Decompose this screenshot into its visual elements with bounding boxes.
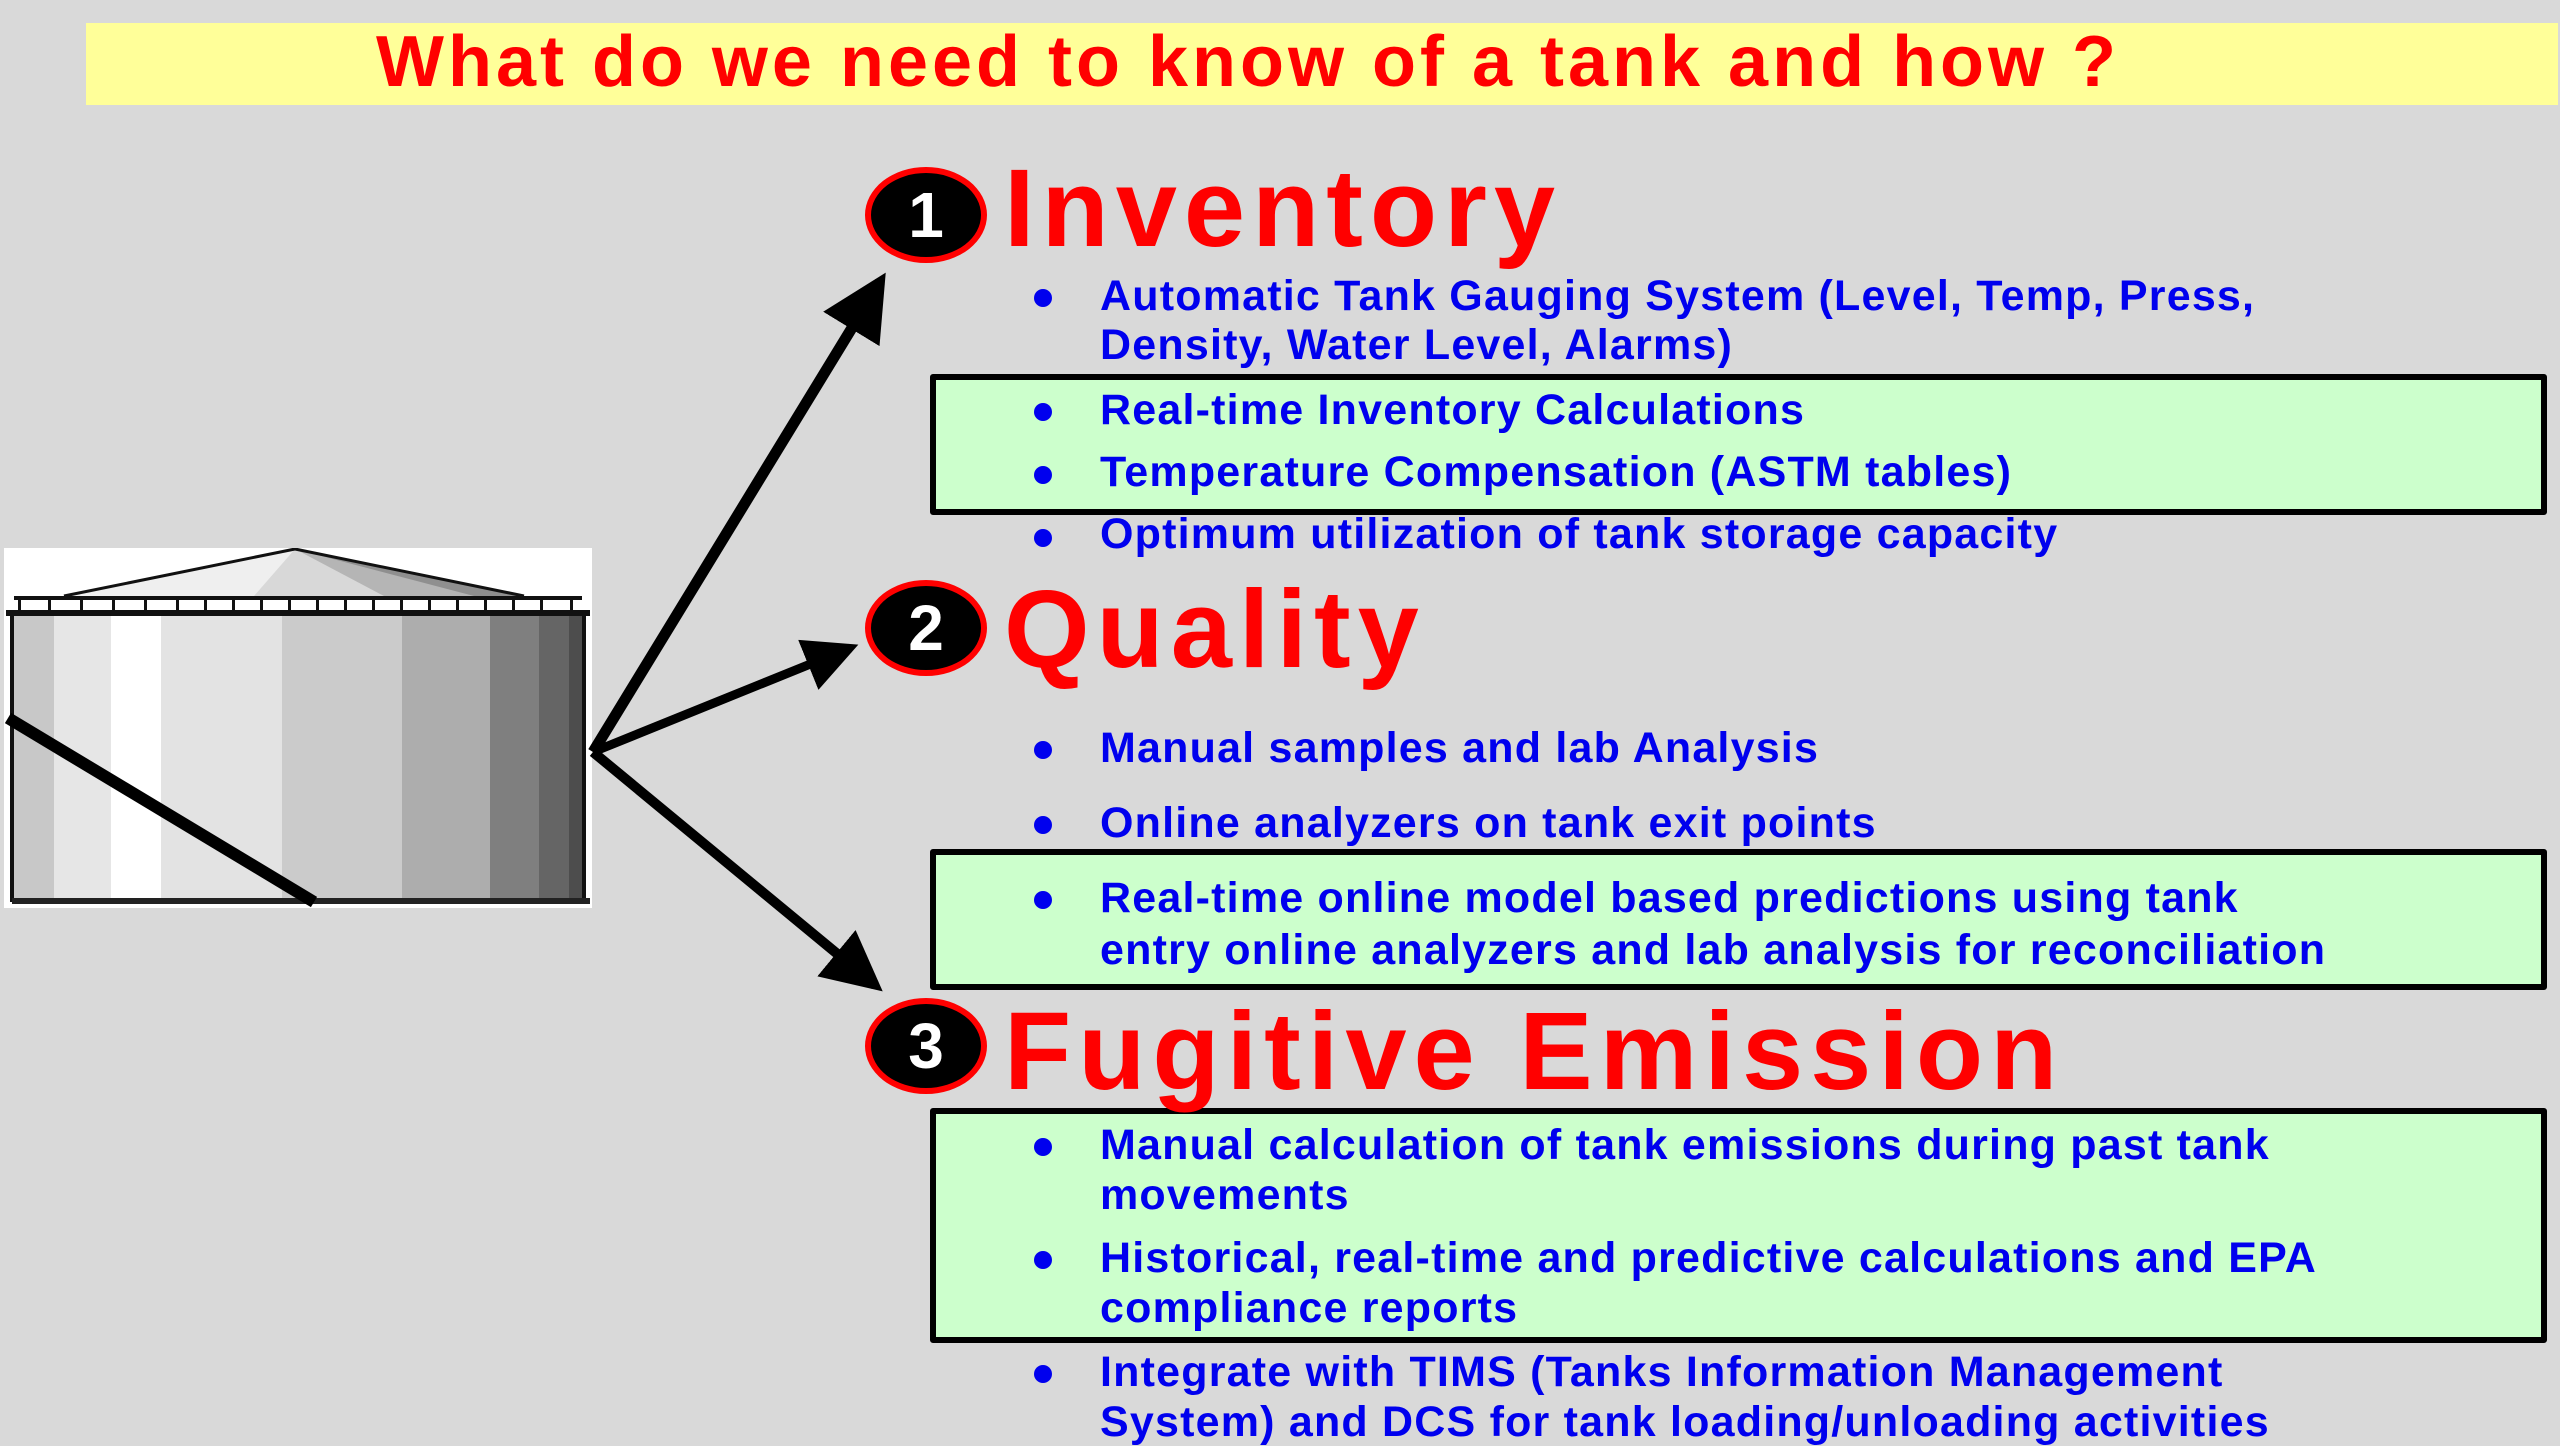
arrow-to-quality <box>591 639 859 757</box>
list-item-text: System) and DCS for tank loading/unloadi… <box>1100 1398 2270 1446</box>
number-badge-1: 1 <box>865 167 987 263</box>
list-item-text: Integrate with TIMS (Tanks Information M… <box>1100 1348 2224 1396</box>
title-bar: What do we need to know of a tank and ho… <box>86 23 2558 105</box>
slide-title: What do we need to know of a tank and ho… <box>376 22 2121 102</box>
list-item-text: Manual samples and lab Analysis <box>1100 724 1820 772</box>
bullet-icon <box>1034 891 1052 909</box>
section-heading-inventory: Inventory <box>1004 147 1563 270</box>
arrow-to-inventory <box>588 272 886 755</box>
bullet-icon <box>1034 403 1052 421</box>
bullet-icon <box>1034 1365 1052 1383</box>
section-heading-quality: Quality <box>1004 568 1426 691</box>
number-badge-2: 2 <box>865 580 987 676</box>
bullet-icon <box>1034 816 1052 834</box>
arrow-to-fugitive-emission <box>589 748 883 992</box>
list-item-text: Manual calculation of tank emissions dur… <box>1100 1121 2270 1169</box>
list-item-text: Real-time Inventory Calculations <box>1100 386 1806 434</box>
bullet-icon <box>1034 741 1052 759</box>
list-item-text: Automatic Tank Gauging System (Level, Te… <box>1100 272 2256 320</box>
highlight-box-fugitive-emission <box>930 1108 2547 1343</box>
highlight-box-quality <box>930 849 2547 990</box>
storage-tank-illustration <box>4 547 592 908</box>
list-item-text: Historical, real-time and predictive cal… <box>1100 1234 2318 1282</box>
section-heading-fugitive-emission: Fugitive Emission <box>1004 990 2065 1113</box>
bullet-icon <box>1034 1138 1052 1156</box>
list-item-text: Optimum utilization of tank storage capa… <box>1100 510 2059 558</box>
list-item-text: Density, Water Level, Alarms) <box>1100 321 1734 369</box>
number-badge-3: 3 <box>865 998 987 1094</box>
list-item-text: movements <box>1100 1171 1350 1219</box>
list-item-text: Real-time online model based predictions… <box>1100 874 2239 922</box>
bullet-icon <box>1034 466 1052 484</box>
bullet-icon <box>1034 1251 1052 1269</box>
list-item-text: Temperature Compensation (ASTM tables) <box>1100 448 2013 496</box>
list-item-text: Online analyzers on tank exit points <box>1100 799 1877 847</box>
tank-icon <box>4 547 590 908</box>
list-item-text: compliance reports <box>1100 1284 1519 1332</box>
list-item-text: entry online analyzers and lab analysis … <box>1100 926 2327 974</box>
bullet-icon <box>1034 529 1052 547</box>
highlight-box-inventory <box>930 374 2547 515</box>
bullet-icon <box>1034 289 1052 307</box>
